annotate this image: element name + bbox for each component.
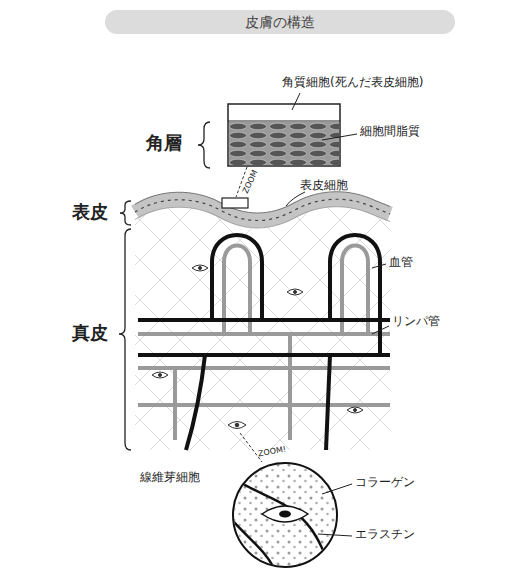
part-label: 細胞間脂質: [360, 124, 420, 138]
title: 皮膚の構造: [105, 10, 455, 34]
dermis-texture: [135, 200, 390, 450]
blood-vessels: [138, 235, 390, 450]
part-label: コラーゲン: [355, 475, 415, 489]
layer-label: 角層: [146, 132, 182, 154]
zoom-note: ZOOM!: [257, 445, 286, 459]
fibroblasts: [152, 265, 363, 429]
bracket: [119, 122, 210, 450]
part-label: 線維芽細胞: [140, 470, 200, 484]
title-bar: [105, 10, 455, 34]
part-label: 角質細胞(死んだ表皮細胞): [282, 75, 423, 89]
part-label: リンパ管: [392, 314, 440, 328]
part-label: 表皮細胞: [300, 178, 348, 192]
layer-label: 表皮: [72, 201, 108, 223]
stratum-corneum-inset: [228, 104, 340, 166]
part-label: エラスチン: [355, 527, 415, 541]
layer-label: 真皮: [72, 322, 108, 344]
leader-line: [286, 93, 389, 536]
zoom-note: ZOOM: [241, 168, 260, 195]
zoom-circle: [230, 460, 340, 570]
zoom-marker: [222, 198, 248, 208]
part-label: 血管: [389, 255, 413, 269]
epidermis-band: [135, 192, 390, 228]
